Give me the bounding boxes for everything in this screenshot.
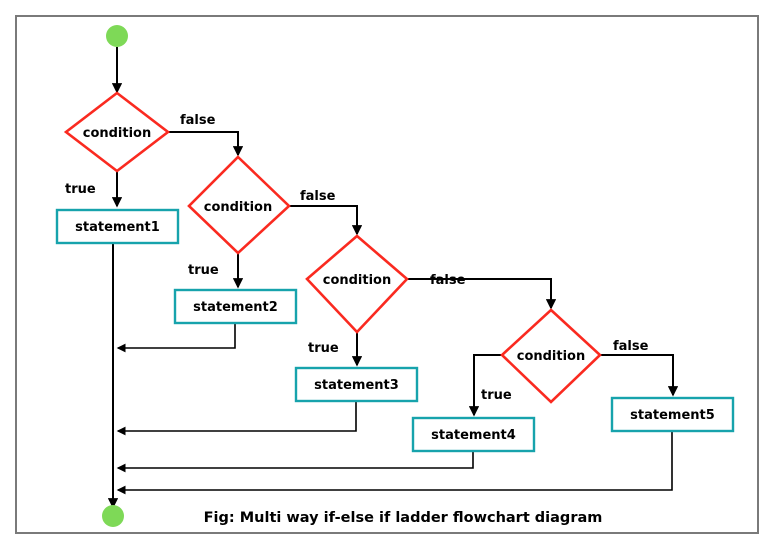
statement4-node[interactable]: statement4 — [411, 416, 536, 453]
connector-statement5-merge — [116, 431, 673, 495]
statement4-label: statement4 — [431, 428, 516, 443]
start-terminator[interactable] — [106, 25, 128, 47]
edge-label-decision1-true: true — [65, 182, 96, 197]
end-terminator[interactable] — [102, 505, 124, 527]
edge-label-decision4-false: false — [613, 339, 649, 354]
decision1-label: condition — [83, 126, 152, 141]
edge-label-decision4-true: true — [481, 388, 512, 403]
edge-label-decision2-false: false — [300, 189, 336, 204]
decision2-node[interactable]: condition — [187, 155, 291, 255]
statement1-node[interactable]: statement1 — [55, 208, 180, 245]
statement5-box[interactable] — [610, 396, 735, 433]
statement2-label: statement2 — [193, 300, 278, 315]
statement1-label: statement1 — [75, 220, 160, 235]
edge-label-decision1-false: false — [180, 113, 216, 128]
decision1-node[interactable]: condition — [63, 91, 171, 173]
connector-statement4-merge — [116, 451, 474, 473]
decision2-diamond[interactable] — [187, 155, 291, 255]
decision1-diamond[interactable] — [63, 91, 171, 173]
statement4-box[interactable] — [411, 416, 536, 453]
decision4-diamond[interactable] — [500, 308, 602, 404]
connector-decision4-true-to-statement4 — [468, 354, 502, 417]
edge-label-decision2-true: true — [188, 263, 219, 278]
connector-statement3-merge — [116, 401, 357, 436]
connector-decision4-false-to-statement5 — [600, 354, 679, 397]
statement1-box[interactable] — [55, 208, 180, 245]
decision4-label: condition — [517, 349, 586, 364]
statement3-label: statement3 — [314, 378, 399, 393]
connector-statement2-merge — [116, 323, 236, 353]
edge-label-decision3-false: false — [430, 273, 466, 288]
decision3-diamond[interactable] — [305, 234, 409, 334]
statement5-label: statement5 — [630, 408, 715, 423]
decision3-label: condition — [323, 273, 392, 288]
connector-decision1-false-to-decision2 — [168, 131, 244, 157]
figure-caption: Fig: Multi way if-else if ladder flowcha… — [204, 510, 603, 526]
statement3-node[interactable]: statement3 — [294, 366, 419, 403]
statement5-node[interactable]: statement5 — [610, 396, 735, 433]
edge-label-decision3-true: true — [308, 341, 339, 356]
decision3-node[interactable]: condition — [305, 234, 409, 334]
decision4-node[interactable]: condition — [500, 308, 602, 404]
statement2-node[interactable]: statement2 — [173, 288, 298, 325]
statement3-box[interactable] — [294, 366, 419, 403]
connector-decision2-false-to-decision3 — [289, 205, 363, 236]
statement2-box[interactable] — [173, 288, 298, 325]
decision2-label: condition — [204, 200, 273, 215]
connector-decision3-false-to-decision4 — [407, 278, 557, 310]
